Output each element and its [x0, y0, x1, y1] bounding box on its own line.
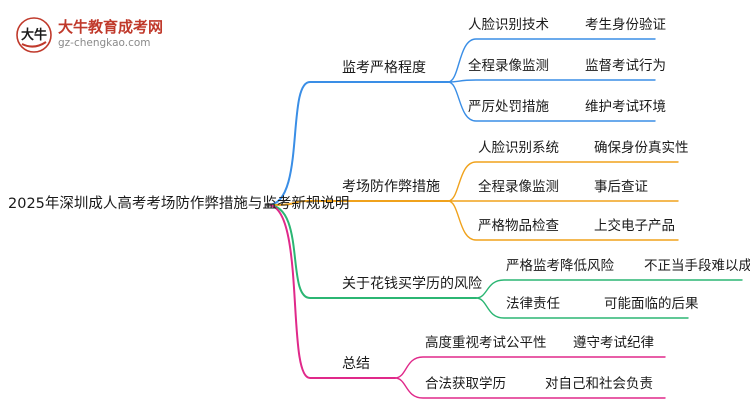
leaf-4-2[interactable]: 对自己和社会负责 [545, 376, 653, 392]
subtopic-connector-3-1 [475, 279, 743, 299]
subtopic-3-2[interactable]: 法律责任 [506, 296, 560, 312]
branch-connector-4 [267, 204, 396, 379]
logo-url: gz-chengkao.com [58, 37, 151, 49]
subtopic-connector-2-1 [447, 161, 679, 202]
branch-topic-1[interactable]: 监考严格程度 [342, 60, 426, 76]
leaf-2-1[interactable]: 确保身份真实性 [594, 140, 689, 156]
branch-connector-3 [267, 204, 477, 299]
subtopic-connector-1-1 [447, 38, 656, 83]
subtopic-1-2[interactable]: 全程录像监测 [468, 58, 549, 74]
root-anchor-dot [265, 202, 271, 208]
leaf-1-2[interactable]: 监督考试行为 [585, 58, 666, 74]
subtopic-2-1[interactable]: 人脸识别系统 [478, 140, 559, 156]
logo-title: 大牛教育成考网 [58, 18, 164, 36]
branch-topic-2[interactable]: 考场防作弊措施 [342, 179, 440, 195]
subtopic-4-2[interactable]: 合法获取学历 [425, 376, 506, 392]
leaf-1-3[interactable]: 维护考试环境 [585, 99, 666, 115]
subtopic-connector-1-3 [447, 81, 656, 122]
branch-connector-1 [267, 81, 449, 206]
subtopic-connector-3-2 [475, 297, 689, 319]
leaf-4-1[interactable]: 遵守考试纪律 [573, 335, 654, 351]
subtopic-1-3[interactable]: 严厉处罚措施 [468, 99, 549, 115]
branch-topic-4[interactable]: 总结 [342, 356, 370, 372]
subtopic-4-1[interactable]: 高度重视考试公平性 [425, 335, 547, 351]
root-topic[interactable]: 2025年深圳成人高考考场防作弊措施与监考新规说明 [8, 196, 350, 212]
subtopic-2-2[interactable]: 全程录像监测 [478, 179, 559, 195]
subtopic-connector-4-2 [394, 377, 666, 399]
branch-connector-2 [267, 200, 449, 206]
leaf-3-2[interactable]: 可能面临的后果 [604, 296, 699, 312]
leaf-1-1[interactable]: 考生身份验证 [585, 17, 666, 33]
subtopic-3-1[interactable]: 严格监考降低风险 [506, 258, 614, 274]
branch-topic-3[interactable]: 关于花钱买学历的风险 [342, 276, 482, 292]
leaf-2-2[interactable]: 事后查证 [594, 179, 648, 195]
site-logo[interactable]: 大牛 大牛教育成考网 gz-chengkao.com [14, 14, 164, 54]
subtopic-1-1[interactable]: 人脸识别技术 [468, 17, 549, 33]
leaf-3-1[interactable]: 不正当手段难以成功 [644, 258, 750, 274]
logo-mark-text: 大牛 [21, 27, 47, 43]
subtopic-2-3[interactable]: 严格物品检查 [478, 218, 559, 234]
leaf-2-3[interactable]: 上交电子产品 [594, 218, 675, 234]
logo-mark-icon: 大牛 [16, 17, 52, 53]
subtopic-connector-1-2 [447, 79, 656, 83]
subtopic-connector-4-1 [394, 356, 666, 379]
subtopic-connector-2-3 [447, 200, 679, 241]
